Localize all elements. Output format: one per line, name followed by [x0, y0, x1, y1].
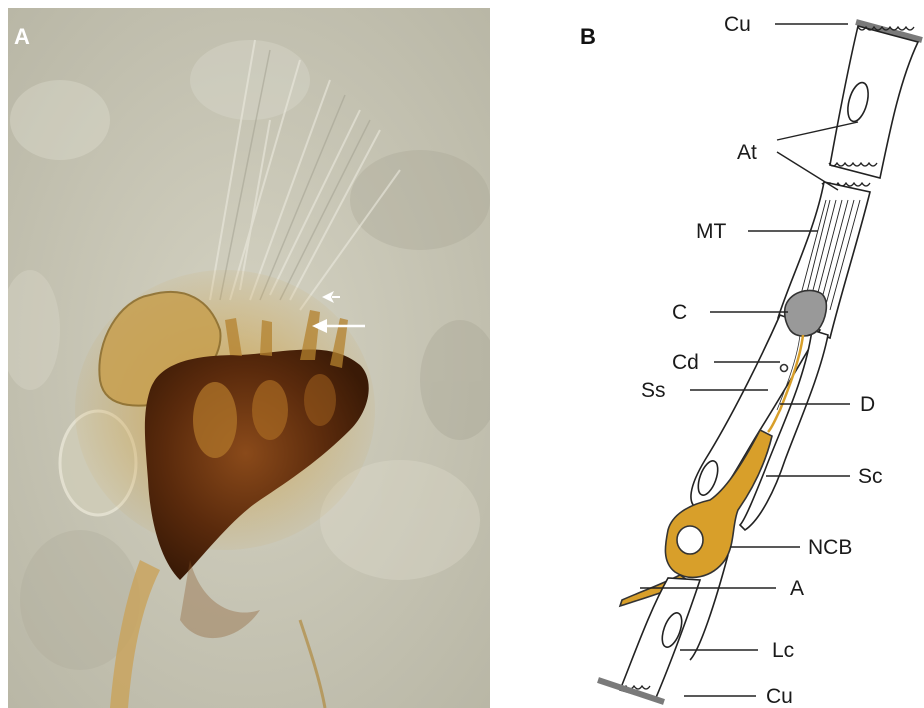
panel-letter-a: A [14, 24, 30, 49]
label-cu-bottom: Cu [766, 685, 793, 708]
nucleus-patch [304, 374, 336, 426]
nucleus-patch [193, 382, 237, 458]
label-ncb: NCB [808, 536, 852, 559]
ciliary-dilation [781, 365, 788, 372]
micrograph-panel [0, 8, 500, 708]
label-cu-top: Cu [724, 13, 751, 36]
label-ss: Ss [641, 379, 666, 402]
label-a: A [790, 577, 804, 600]
neuron-nucleus [677, 526, 703, 554]
label-c: C [672, 301, 687, 324]
label-d: D [860, 393, 875, 416]
nucleus-patch [252, 380, 288, 440]
label-sc: Sc [858, 465, 883, 488]
label-at: At [737, 141, 757, 164]
attachment-cell-top [830, 26, 918, 178]
label-cd: Cd [672, 351, 699, 374]
panel-letter-b: B [580, 24, 596, 49]
label-mt: MT [696, 220, 726, 243]
leader-at-2 [777, 152, 838, 190]
label-lc: Lc [772, 639, 794, 662]
